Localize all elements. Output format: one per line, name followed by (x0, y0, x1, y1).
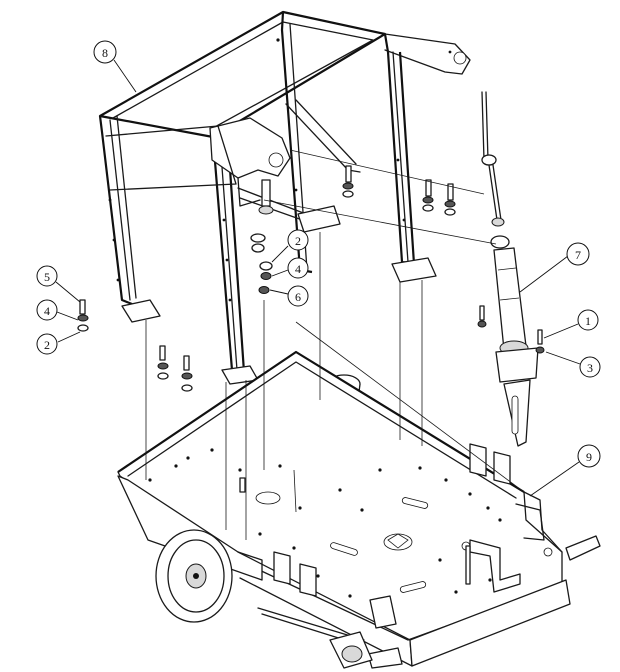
hydraulic-cylinder (481, 91, 539, 447)
fastener-stacks (77, 165, 545, 585)
callout-4-left: 4 (36, 299, 79, 321)
callout-label: 8 (102, 46, 108, 60)
callout-label: 7 (575, 248, 581, 262)
upper-frame (98, 10, 471, 385)
wheel-left (155, 529, 233, 623)
base-cart (117, 350, 601, 669)
callout-label: 3 (587, 361, 593, 375)
callout-label: 9 (586, 450, 592, 464)
callout-label: 4 (295, 262, 301, 276)
callout-label: 1 (585, 314, 591, 328)
callout-label: 2 (44, 338, 50, 352)
callout-label: 4 (44, 304, 50, 318)
callout-7: 7 (519, 242, 590, 293)
callout-3: 3 (545, 351, 601, 378)
callout-5: 5 (36, 265, 81, 303)
assembly-lines (145, 149, 525, 540)
callout-4-center: 4 (271, 257, 309, 279)
callout-9: 9 (529, 444, 601, 497)
callout-label: 5 (44, 270, 50, 284)
callout-8: 8 (93, 40, 137, 93)
wheel-right (329, 631, 373, 669)
callout-label: 6 (295, 290, 301, 304)
callout-2-left: 2 (36, 331, 81, 355)
callout-1: 1 (543, 309, 599, 339)
callout-6: 6 (269, 285, 309, 307)
callout-label: 2 (295, 234, 301, 248)
callout-2-center: 2 (271, 229, 309, 263)
